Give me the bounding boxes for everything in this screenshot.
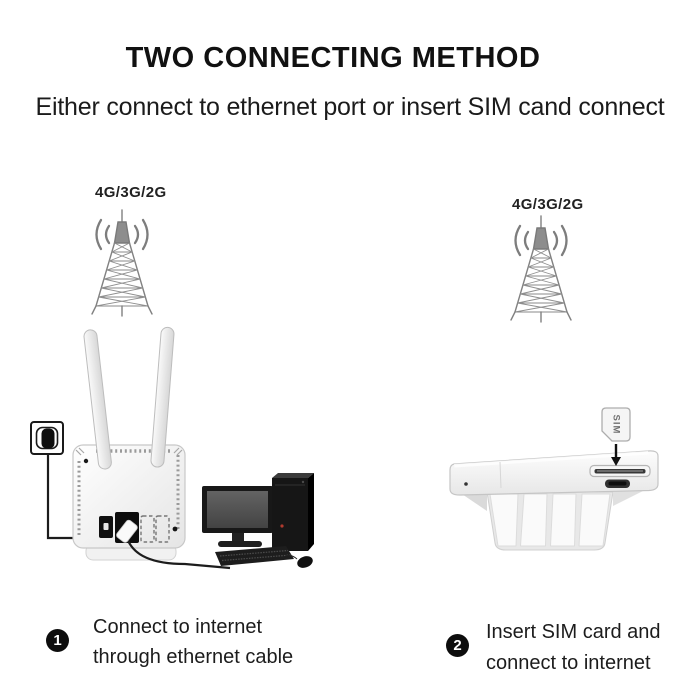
subtitle: Either connect to ethernet port or inser… (35, 93, 665, 121)
step-1-line1: Connect to internet (93, 616, 262, 638)
desktop-computer-icon (202, 473, 314, 568)
cell-tower-icon-left (90, 208, 154, 318)
step-1-caption: Connect to internet through ethernet cab… (93, 612, 293, 672)
network-label-left: 4G/3G/2G (95, 184, 167, 201)
power-outlet-icon (30, 421, 64, 455)
keyboard (215, 546, 294, 566)
network-label-right: 4G/3G/2G (512, 196, 584, 213)
ethernet-connector (116, 519, 138, 543)
monitor-neck (232, 533, 244, 542)
mouse (297, 556, 313, 568)
pc-tower-top (272, 473, 314, 478)
sim-insert-illustration: SIM (449, 407, 659, 551)
sim-card-icon: SIM (601, 407, 631, 442)
step-2-line2: connect to internet (486, 652, 651, 674)
reset-dot (172, 526, 178, 532)
cell-tower-icon-right (509, 214, 573, 324)
sim-slot (589, 464, 651, 478)
router-stand-fins (486, 491, 614, 551)
led-dot (83, 458, 89, 464)
monitor-base (218, 541, 262, 547)
ethernet-cable (124, 534, 231, 570)
power-led (280, 524, 284, 528)
step-2-caption: Insert SIM card and connect to internet (486, 617, 661, 679)
router-bottom-view (449, 450, 659, 496)
antenna-left (83, 329, 112, 470)
antenna-right (150, 326, 175, 468)
ethernet-setup-illustration (30, 326, 314, 570)
pc-tower-front (272, 478, 308, 551)
step-2-badge: 2 (446, 634, 469, 657)
page-title: TWO CONNECTING METHOD (125, 42, 541, 74)
step-1-line2: through ethernet cable (93, 646, 294, 668)
pinhole-dot (464, 482, 468, 486)
arrow-down-icon (611, 444, 621, 466)
monitor-screen (207, 491, 268, 528)
sim-card-label: SIM (611, 415, 622, 435)
panel-seam (499, 461, 502, 489)
step-1-badge: 1 (46, 629, 69, 652)
corner-vents (75, 447, 183, 456)
step-2-line1: Insert SIM card and (486, 621, 661, 643)
usb-port (605, 479, 630, 488)
pc-tower-side (308, 473, 314, 551)
